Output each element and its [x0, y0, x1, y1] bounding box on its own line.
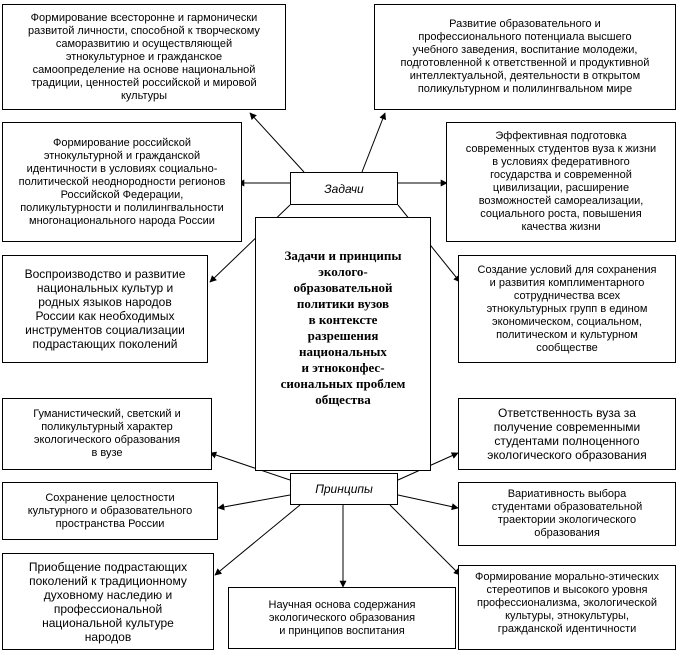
- principle-box-5: Приобщение подрастающих поколений к трад…: [2, 553, 214, 650]
- arrow-principle-4: [397, 494, 459, 511]
- arrow-task-1: [249, 112, 305, 173]
- principle-box-3: Сохранение целостности культурного и обр…: [2, 482, 218, 540]
- task-box-5: Воспроизводство и развитие национальных …: [2, 255, 208, 363]
- principle-box-7: Формирование морально-этических стереоти…: [458, 565, 676, 650]
- principle-box-6: Научная основа содержания экологического…: [228, 587, 456, 649]
- task-box-2: Развитие образовательного и профессионал…: [374, 4, 676, 110]
- arrow-principle-7: [389, 504, 461, 576]
- task-box-4: Эффективная подготовка современных студе…: [446, 122, 676, 242]
- arrow-principle-1: [209, 451, 291, 481]
- central-topic-box: Задачи и принципы эколого- образовательн…: [255, 217, 431, 471]
- arrow-principle-3: [217, 494, 291, 511]
- task-box-6: Создание условий для сохранения и развит…: [458, 255, 676, 363]
- tasks-label: Задачи: [290, 172, 398, 205]
- principle-box-2: Ответственность вуза за получение соврем…: [458, 398, 676, 470]
- principle-box-4: Вариативность выбора студентами образова…: [458, 482, 676, 546]
- principles-label: Принципы: [290, 473, 398, 505]
- arrow-principle-5: [214, 504, 301, 576]
- task-box-1: Формирование всесторонне и гармонически …: [2, 4, 286, 110]
- task-box-3: Формирование российской этнокультурной и…: [2, 122, 242, 242]
- principle-box-1: Гуманистический, светский и поликультурн…: [2, 398, 212, 470]
- arrow-task-2: [361, 112, 386, 173]
